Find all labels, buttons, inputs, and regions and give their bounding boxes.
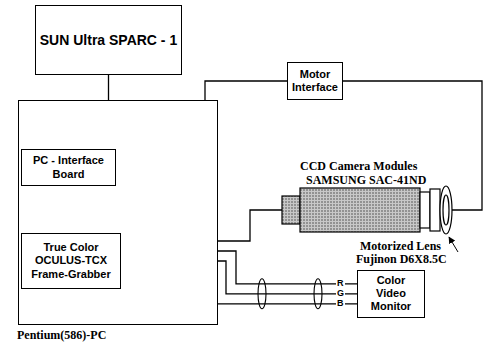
lens-barrel (420, 192, 430, 228)
signal-name: R (336, 278, 345, 288)
connector (108, 75, 109, 100)
camera-label: SAMSUNG SAC-41ND (306, 174, 426, 188)
box-label: Motor Interface (291, 68, 339, 94)
pc-box: Pentium(586)-PCPC - Interface BoardTrue … (18, 100, 218, 325)
motor-interface-box: Motor Interface (287, 62, 343, 100)
leader-line (449, 237, 458, 252)
monitor-box: Color Video Monitor (357, 270, 425, 318)
pc-label: Pentium(586)-PC (17, 328, 106, 342)
lens-barrel (430, 189, 440, 231)
box-label: PC - Interface Board (25, 154, 112, 180)
frame-grabber-box: True Color OCULUS-TCX Frame-Grabber (21, 233, 121, 289)
signal-name: B (336, 298, 345, 308)
camera-body (300, 188, 420, 232)
host-computer-box: SUN Ultra SPARC - 1 (35, 5, 182, 75)
lens-glass (443, 195, 449, 225)
box-label: Color Video Monitor (361, 274, 421, 314)
lens-label: Motorized Lens (360, 240, 441, 254)
lens-label: Fujinon D6X8.5C (356, 253, 447, 267)
camera-label: CCD Camera Modules (300, 160, 417, 174)
signal-name: G (336, 288, 345, 298)
cable-sleeve (258, 279, 266, 309)
box-label: True Color OCULUS-TCX Frame-Grabber (25, 241, 117, 281)
box-label: SUN Ultra SPARC - 1 (40, 32, 177, 49)
lens-ring (440, 186, 452, 234)
interface-board-box: PC - Interface Board (21, 149, 116, 186)
cable-sleeve (314, 279, 322, 309)
ccd-camera (282, 186, 452, 234)
cable (343, 81, 482, 210)
camera-back (282, 196, 300, 224)
